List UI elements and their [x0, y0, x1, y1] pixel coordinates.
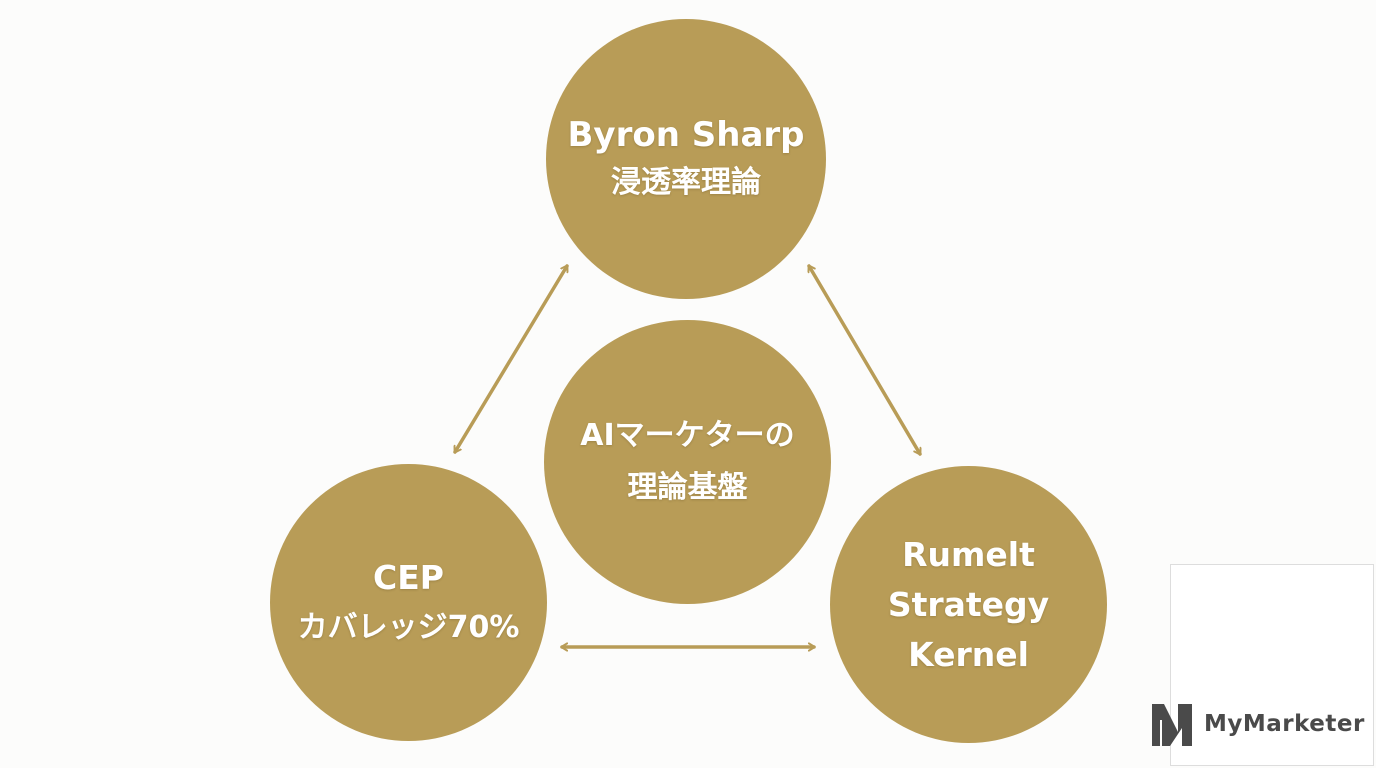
node-cep-line1: CEP: [373, 557, 444, 597]
overlay-panel: [1170, 564, 1374, 766]
node-center-line2: 理論基盤: [627, 470, 748, 505]
arrow-top-left: [453, 264, 569, 454]
brand-logo: MyMarketer: [1150, 700, 1365, 748]
mymarketer-logo-icon: [1152, 704, 1192, 746]
node-rumelt-line2: Strategy: [887, 584, 1050, 624]
node-byron-sharp-line2: 浸透率理論: [611, 165, 761, 200]
node-cep-line2: カバレッジ70%: [297, 609, 520, 645]
node-rumelt-line1: Rumelt: [902, 534, 1035, 574]
brand-name: MyMarketer: [1204, 711, 1365, 737]
node-rumelt: Rumelt Strategy Kernel: [830, 466, 1107, 743]
node-cep: CEP カバレッジ70%: [270, 464, 547, 741]
node-byron-sharp-line1: Byron Sharp: [567, 115, 805, 155]
node-byron-sharp: Byron Sharp 浸透率理論: [546, 19, 826, 299]
arrow-top-right: [807, 264, 922, 456]
node-center-line1: AIマーケターの: [580, 418, 795, 453]
node-center-ai-marketer: AIマーケターの 理論基盤: [544, 320, 831, 604]
node-rumelt-line3: Kernel: [908, 634, 1029, 674]
